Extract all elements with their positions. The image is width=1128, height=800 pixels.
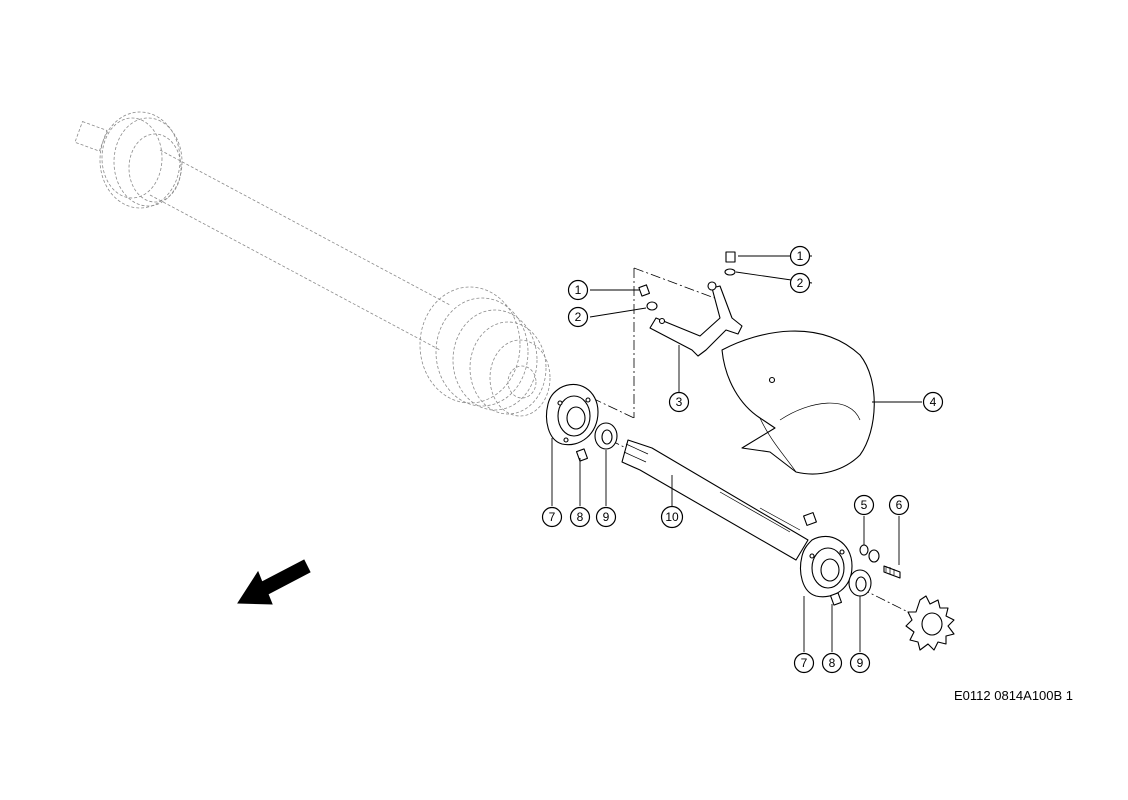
document-reference: E0112 0814A100B 1 xyxy=(954,688,1074,703)
bracket-hardware xyxy=(638,251,736,311)
svg-text:7: 7 xyxy=(549,510,556,524)
callout-2-left: 2 xyxy=(567,306,589,328)
callout-1-top: 1 xyxy=(789,245,811,267)
callout-6: 6 xyxy=(888,494,910,516)
svg-text:1: 1 xyxy=(797,249,804,263)
callout-8-right: 8 xyxy=(821,652,843,674)
callout-3: 3 xyxy=(668,391,690,413)
callout-2-top: 2 xyxy=(789,272,811,294)
direction-arrow-icon xyxy=(237,559,311,605)
svg-text:1: 1 xyxy=(575,283,582,297)
callout-8-left: 8 xyxy=(569,506,591,528)
svg-text:5: 5 xyxy=(861,498,868,512)
ghost-drive-shaft xyxy=(74,111,551,417)
sprocket xyxy=(905,595,955,651)
svg-text:9: 9 xyxy=(857,656,864,670)
left-bearing-assembly xyxy=(545,383,618,462)
callout-1-left: 1 xyxy=(567,279,589,301)
svg-text:2: 2 xyxy=(797,276,804,290)
svg-text:2: 2 xyxy=(575,310,582,324)
callout-9-left: 9 xyxy=(595,506,617,528)
svg-text:7: 7 xyxy=(801,656,808,670)
right-bearing-assembly xyxy=(799,535,901,606)
main-shaft xyxy=(621,439,817,561)
svg-text:3: 3 xyxy=(676,395,683,409)
svg-text:9: 9 xyxy=(603,510,610,524)
callout-4: 4 xyxy=(922,391,944,413)
svg-text:8: 8 xyxy=(577,510,584,524)
callout-5: 5 xyxy=(853,494,875,516)
svg-text:6: 6 xyxy=(896,498,903,512)
callout-10: 10 xyxy=(660,505,684,529)
svg-text:10: 10 xyxy=(665,510,679,524)
callout-7-right: 7 xyxy=(793,652,815,674)
svg-text:8: 8 xyxy=(829,656,836,670)
callout-7-left: 7 xyxy=(541,506,563,528)
svg-text:4: 4 xyxy=(930,395,937,409)
callout-9-right: 9 xyxy=(849,652,871,674)
guard-shield xyxy=(721,330,875,475)
mounting-bracket xyxy=(649,281,743,357)
